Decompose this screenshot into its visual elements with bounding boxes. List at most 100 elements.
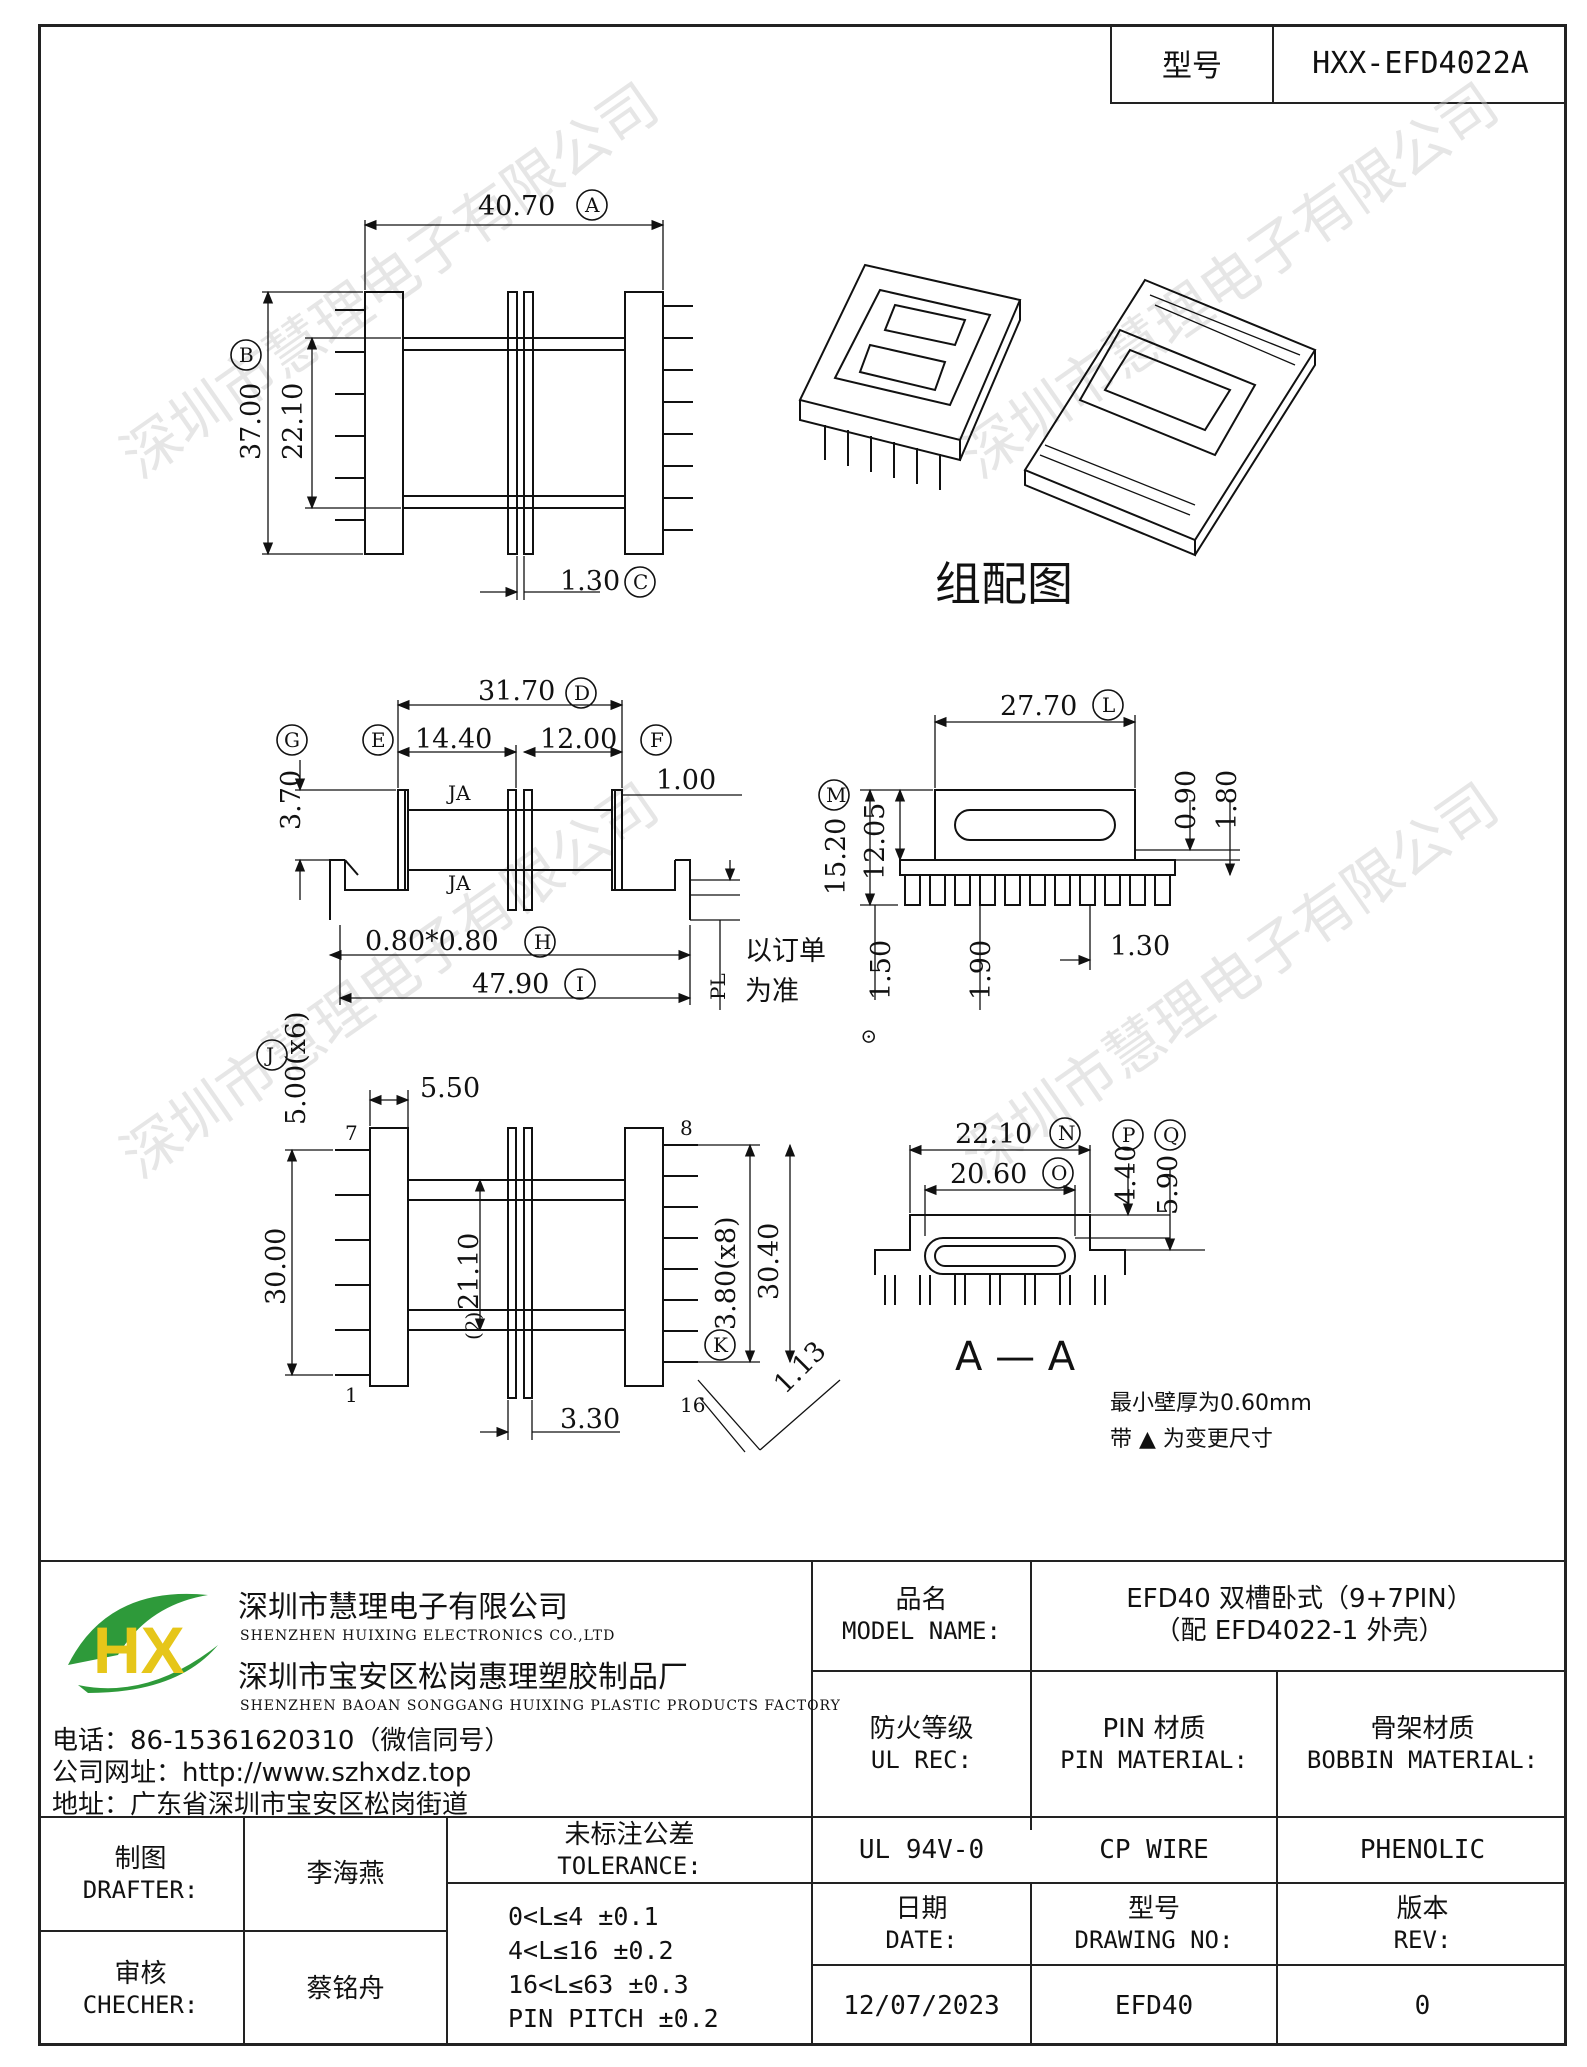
- dim-5-50: 5.50: [420, 1073, 480, 1104]
- right-pins: [663, 305, 693, 531]
- model-name-cn: 品名: [895, 1584, 948, 1615]
- circle-l: L: [1102, 693, 1115, 717]
- dim-5-00x6: 5.00(x6): [281, 1011, 312, 1125]
- tolerance-item: 0<L≤4 ±0.1: [508, 1902, 659, 1931]
- side-view: 27.70 L 0.90 1.80 15.20 12.05 M 1.50 ⊙ 1…: [818, 689, 1243, 1045]
- ul-value-cell: UL 94V-0: [813, 1818, 1030, 1882]
- checker-cn: 审核: [114, 1958, 167, 1989]
- rev-value: 0: [1414, 1990, 1431, 2021]
- title-block: HX 深圳市慧理电子有限公司 SHENZHEN HUIXING ELECTRON…: [38, 1560, 1567, 2046]
- date-cn: 日期: [895, 1893, 948, 1924]
- drawing-no-label: 型号 DRAWING NO:: [1032, 1884, 1276, 1964]
- date-value-cell: 12/07/2023: [813, 1966, 1030, 2046]
- drafter-name-cell: 李海燕: [245, 1818, 446, 1930]
- model-name-en: MODEL NAME:: [842, 1617, 1001, 1646]
- dim-14-40: 14.40: [415, 724, 492, 755]
- company-phone: 电话：86-15361620310（微信同号）: [52, 1726, 511, 1756]
- circle-b: B: [239, 343, 254, 367]
- dim-21-10: 21.10: [454, 1233, 485, 1310]
- dim-22-10: 22.10: [278, 383, 309, 460]
- company-name-cn-1: 深圳市慧理电子有限公司: [238, 1590, 568, 1625]
- circle-m: M: [826, 783, 846, 807]
- company-address: 地址：广东省深圳市宝安区松岗街道: [52, 1790, 469, 1820]
- watermark-layer: 深圳市慧理电子有限公司 深圳市慧理电子有限公司 深圳市慧理电子有限公司 深圳市慧…: [109, 70, 1511, 1192]
- dim-30-40: 30.40: [754, 1223, 785, 1300]
- ul-value: UL 94V-0: [858, 1834, 985, 1865]
- assembly-pins: [824, 425, 941, 490]
- drawing-no-cn: 型号: [1127, 1893, 1180, 1924]
- tolerance-label: 未标注公差 TOLERANCE:: [448, 1818, 811, 1882]
- bobbin-material-cn: 骨架材质: [1370, 1713, 1475, 1744]
- rev-en: REV:: [1393, 1926, 1452, 1955]
- top-view: 40.70 A 37.00 B 22.10 1.30 C: [230, 189, 693, 600]
- note-order-2: 为准: [745, 976, 799, 1007]
- dim-47-90: 47.90: [472, 969, 549, 1000]
- date-en: DATE:: [885, 1926, 958, 1955]
- dim-1-80: 1.80: [1212, 770, 1243, 830]
- pin-7: 7: [345, 1121, 358, 1145]
- circle-p: P: [1122, 1123, 1135, 1147]
- assembly-label: 组配图: [935, 557, 1073, 611]
- bobbin-value: PHENOLIC: [1359, 1834, 1486, 1865]
- front-mark-1: JA: [446, 781, 471, 805]
- pin-material-label: PIN 材质 PIN MATERIAL:: [1032, 1672, 1276, 1816]
- ul-rec-label: 防火等级 UL REC:: [813, 1672, 1030, 1816]
- drawing-no-value: EFD40: [1114, 1990, 1194, 2021]
- dim-1-30-side: 1.30: [1110, 931, 1170, 962]
- pin-value: CP WIRE: [1099, 1834, 1209, 1865]
- dim-15-20: 15.20: [821, 818, 852, 895]
- pin-8: 8: [680, 1116, 693, 1140]
- dim-1-30: 1.30: [560, 566, 620, 597]
- bottom-right-pins: [663, 1144, 698, 1363]
- note-changed: 带 ▲ 为变更尺寸: [1110, 1427, 1273, 1452]
- pin-16: 16: [680, 1393, 705, 1417]
- dim-20-60: 20.60: [950, 1159, 1027, 1190]
- dim-12-05: 12.05: [860, 803, 891, 880]
- dim-5-90: 5.90: [1153, 1155, 1184, 1215]
- circle-h: H: [534, 930, 551, 954]
- company-name-cn-2: 深圳市宝安区松岗惠理塑胶制品厂: [238, 1660, 688, 1695]
- dim-30-00: 30.00: [261, 1228, 292, 1305]
- date-label: 日期 DATE:: [813, 1884, 1030, 1964]
- checker-name-cell: 蔡铭舟: [245, 1932, 446, 2046]
- model-header: 型号 HXX-EFD4022A: [1110, 24, 1567, 104]
- drawing-no-value-cell: EFD40: [1032, 1966, 1276, 2046]
- dim-40-70: 40.70: [478, 191, 555, 222]
- dim-31-70: 31.70: [478, 676, 555, 707]
- tolerance-item: PIN PITCH ±0.2: [508, 2004, 719, 2033]
- bobbin-value-cell: PHENOLIC: [1278, 1818, 1567, 1882]
- note-wall: 最小壁厚为0.60mm: [1110, 1391, 1312, 1416]
- date-value: 12/07/2023: [843, 1990, 1000, 2021]
- section-teeth: [884, 1275, 1106, 1305]
- rev-value-cell: 0: [1278, 1966, 1567, 2046]
- logo-swoosh-bottom: [78, 1645, 218, 1693]
- circle-o: O: [1051, 1161, 1067, 1185]
- drafter-name: 李海燕: [306, 1858, 385, 1889]
- pin-1: 1: [345, 1383, 358, 1407]
- drawing-no-en: DRAWING NO:: [1074, 1926, 1234, 1955]
- dim-3-70: 3.70: [276, 770, 307, 830]
- circle-q: Q: [1163, 1123, 1179, 1147]
- drafter-cn: 制图: [114, 1843, 167, 1874]
- dim-0-80x0-80: 0.80*0.80: [365, 926, 499, 957]
- pin-material-cn: PIN 材质: [1102, 1713, 1206, 1744]
- pin-material-en: PIN MATERIAL:: [1060, 1746, 1248, 1775]
- checker-name: 蔡铭舟: [306, 1973, 385, 2004]
- ul-rec-en: UL REC:: [870, 1746, 973, 1775]
- dim-4-40: 4.40: [1111, 1145, 1142, 1205]
- rev-label: 版本 REV:: [1278, 1884, 1567, 1964]
- dim-3-30: 3.30: [560, 1404, 620, 1435]
- company-name-en-2: SHENZHEN BAOAN SONGGANG HUIXING PLASTIC …: [240, 1698, 841, 1714]
- circle-c: C: [633, 570, 648, 594]
- side-teeth: [904, 875, 1171, 906]
- model-name-value-1: EFD40 双槽卧式（9+7PIN）: [1126, 1583, 1473, 1614]
- dim-22-10-sec: 22.10: [955, 1119, 1032, 1150]
- logo-text: HX: [93, 1613, 185, 1687]
- circle-k: K: [713, 1333, 729, 1357]
- dim-1-13: 1.13: [768, 1336, 832, 1400]
- dim-12-00: 12.00: [540, 724, 617, 755]
- dim-0-90: 0.90: [1171, 770, 1202, 830]
- watermark-1: 深圳市慧理电子有限公司: [109, 70, 671, 492]
- tolerance-item: 16<L≤63 ±0.3: [508, 1970, 689, 1999]
- circle-f: F: [650, 728, 664, 752]
